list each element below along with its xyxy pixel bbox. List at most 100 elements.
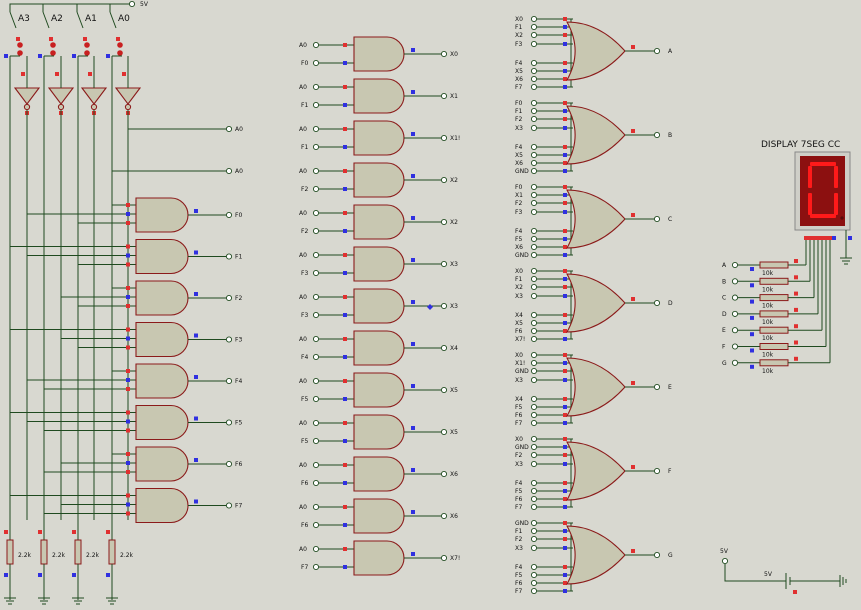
and-term-b[interactable] (312, 437, 320, 445)
switch-contact[interactable] (84, 50, 90, 56)
pulldown-resistor[interactable] (108, 539, 116, 565)
or-term[interactable] (530, 519, 538, 527)
or-term[interactable] (530, 251, 538, 259)
supply-terminal[interactable] (128, 0, 136, 8)
or-term[interactable] (530, 208, 538, 216)
segment-resistor[interactable] (759, 326, 789, 334)
or-term[interactable] (530, 199, 538, 207)
or-gate-A[interactable] (566, 21, 626, 81)
or-gate-B[interactable] (566, 105, 626, 165)
or-term[interactable] (530, 67, 538, 75)
or-out-term[interactable] (653, 299, 661, 307)
segment-term-A[interactable] (731, 261, 739, 269)
switch-contact[interactable] (117, 42, 123, 48)
or-term[interactable] (530, 451, 538, 459)
or-term[interactable] (530, 535, 538, 543)
and-term-b[interactable] (312, 521, 320, 529)
or-term[interactable] (530, 75, 538, 83)
pulldown-resistor[interactable] (74, 539, 82, 565)
decoder-and-gate-1[interactable] (135, 238, 189, 275)
or-term[interactable] (530, 335, 538, 343)
segment-resistor[interactable] (759, 359, 789, 367)
decoder-and-gate-4[interactable] (135, 363, 189, 399)
or-term[interactable] (530, 527, 538, 535)
and-term-a[interactable] (312, 167, 320, 175)
and-term-b[interactable] (312, 101, 320, 109)
and-term-b[interactable] (312, 311, 320, 319)
and-out-term[interactable] (440, 218, 448, 226)
and-term-b[interactable] (312, 227, 320, 235)
and-term-b[interactable] (312, 395, 320, 403)
or-term[interactable] (530, 183, 538, 191)
or-out-term[interactable] (653, 467, 661, 475)
or-gate-F[interactable] (566, 441, 626, 501)
and-term-a[interactable] (312, 545, 320, 553)
terminal-F6[interactable] (225, 460, 233, 468)
or-term[interactable] (530, 419, 538, 427)
inverter-gate[interactable] (13, 87, 41, 105)
or-term[interactable] (530, 351, 538, 359)
mid-and-gate-5[interactable] (353, 246, 405, 282)
segment-resistor[interactable] (759, 294, 789, 302)
or-out-term[interactable] (653, 47, 661, 55)
switch-contact[interactable] (50, 42, 56, 48)
or-term[interactable] (530, 191, 538, 199)
and-out-term[interactable] (440, 386, 448, 394)
or-term[interactable] (530, 435, 538, 443)
or-out-term[interactable] (653, 383, 661, 391)
segment-term-D[interactable] (731, 310, 739, 317)
or-term[interactable] (530, 115, 538, 123)
or-term[interactable] (530, 563, 538, 571)
and-term-b[interactable] (312, 185, 320, 193)
or-term[interactable] (530, 275, 538, 283)
switch-contact[interactable] (84, 42, 90, 48)
or-term[interactable] (530, 283, 538, 291)
or-term[interactable] (530, 359, 538, 367)
mid-and-gate-11[interactable] (353, 498, 405, 534)
or-term[interactable] (530, 571, 538, 579)
terminal-F3[interactable] (225, 336, 233, 343)
mid-and-gate-7[interactable] (353, 330, 405, 366)
or-term[interactable] (530, 243, 538, 251)
or-term[interactable] (530, 267, 538, 275)
or-term[interactable] (530, 395, 538, 403)
switch-contact[interactable] (117, 50, 123, 56)
or-term[interactable] (530, 376, 538, 384)
and-term-a[interactable] (312, 377, 320, 385)
or-term[interactable] (530, 107, 538, 115)
decoder-and-gate-5[interactable] (135, 404, 189, 441)
terminal-F7[interactable] (225, 502, 233, 509)
battery-terminal[interactable] (721, 557, 729, 565)
or-term[interactable] (530, 167, 538, 175)
inverter-gate[interactable] (80, 87, 108, 105)
or-term[interactable] (530, 443, 538, 451)
and-out-term[interactable] (440, 302, 448, 310)
terminal-F2[interactable] (225, 294, 233, 302)
or-out-term[interactable] (653, 551, 661, 559)
and-term-a[interactable] (312, 209, 320, 217)
mid-and-gate-2[interactable] (353, 120, 405, 156)
and-term-b[interactable] (312, 353, 320, 361)
inverter-gate[interactable] (114, 87, 142, 105)
segment-term-E[interactable] (731, 327, 739, 334)
switch-contact[interactable] (17, 50, 23, 56)
or-term[interactable] (530, 587, 538, 595)
mid-and-gate-1[interactable] (353, 78, 405, 114)
or-term[interactable] (530, 292, 538, 300)
and-term-a[interactable] (312, 419, 320, 427)
segment-resistor[interactable] (759, 277, 789, 285)
switch-contact[interactable] (50, 50, 56, 56)
and-term-b[interactable] (312, 59, 320, 67)
switch-contact[interactable] (17, 42, 23, 48)
mid-and-gate-9[interactable] (353, 414, 405, 450)
or-term[interactable] (530, 23, 538, 31)
and-term-a[interactable] (312, 335, 320, 343)
or-term[interactable] (530, 143, 538, 151)
and-out-term[interactable] (440, 470, 448, 478)
or-term[interactable] (530, 151, 538, 159)
or-term[interactable] (530, 159, 538, 167)
segment-term-C[interactable] (731, 294, 739, 301)
or-term[interactable] (530, 99, 538, 107)
and-term-a[interactable] (312, 503, 320, 511)
terminal-F1[interactable] (225, 253, 233, 260)
